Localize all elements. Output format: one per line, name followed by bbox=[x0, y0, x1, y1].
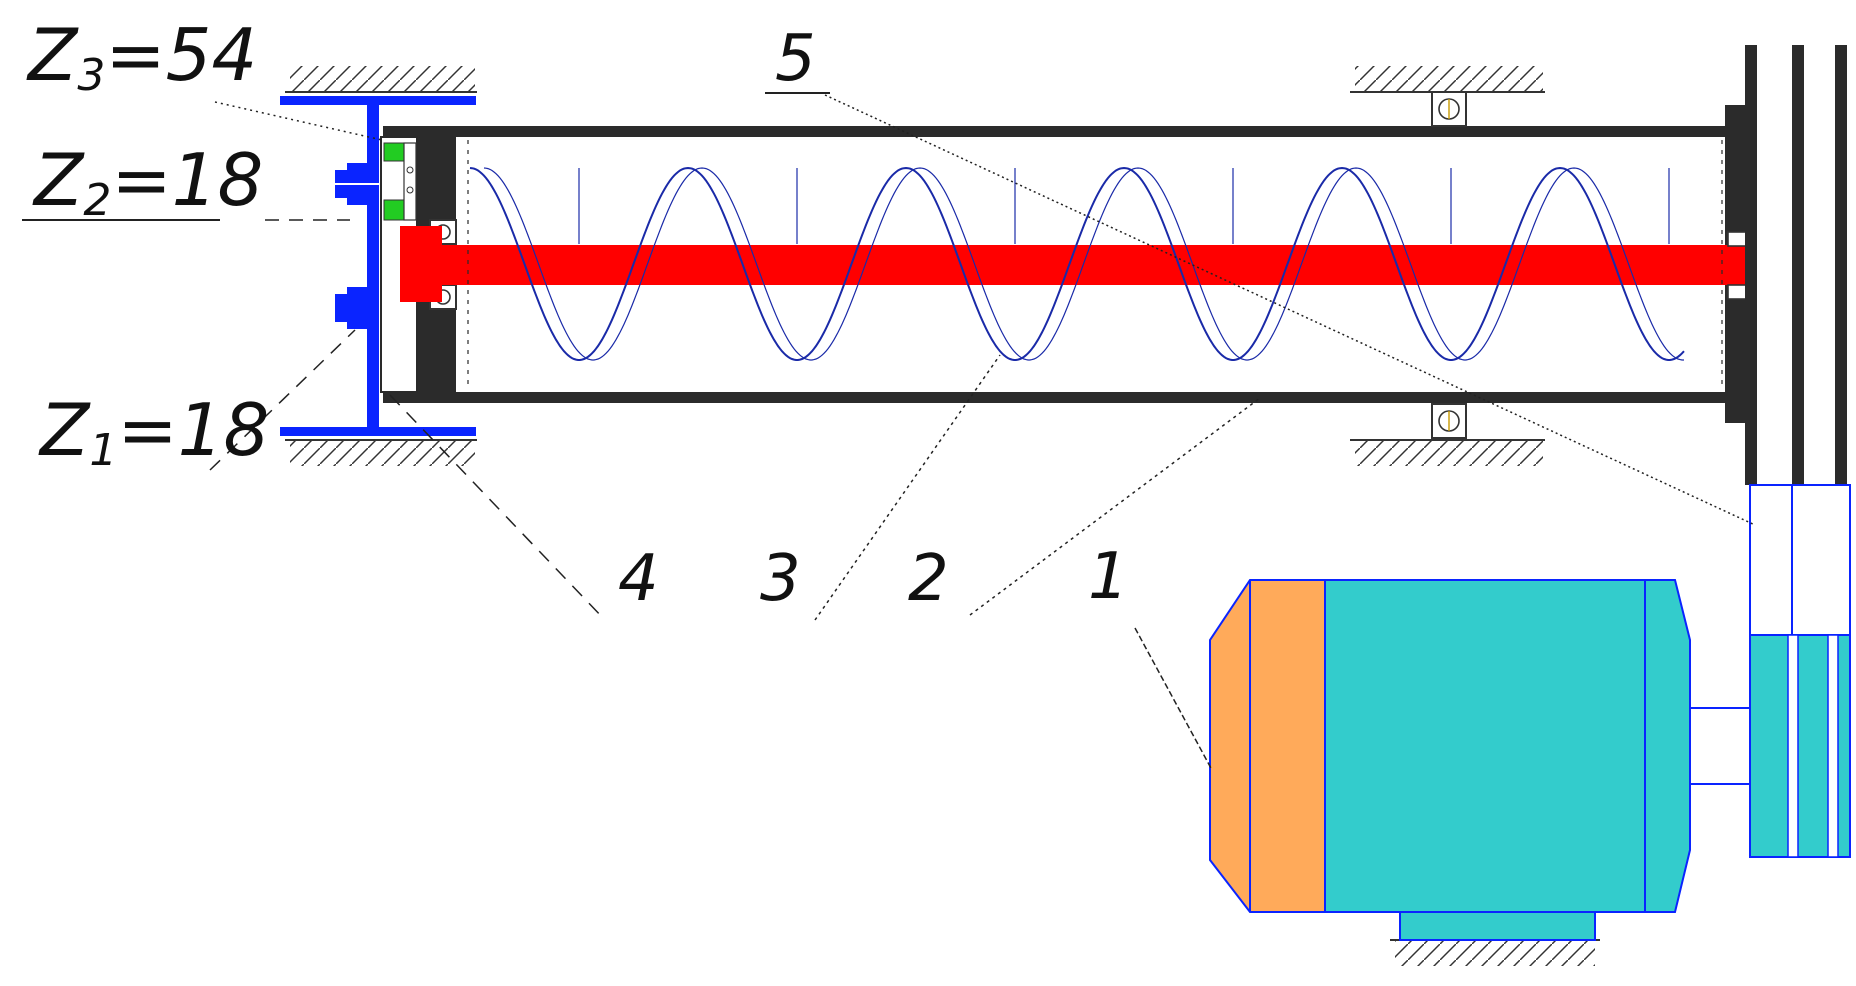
part-label-1: 1 bbox=[1088, 540, 1129, 614]
electric-motor bbox=[1209, 579, 1751, 941]
leader-lines bbox=[22, 92, 1756, 771]
bolt-icon bbox=[335, 287, 369, 329]
housing-inner-marks bbox=[467, 140, 1723, 390]
bearing-icon bbox=[1431, 91, 1467, 127]
bearing-icon bbox=[1727, 284, 1747, 300]
bearing-icon bbox=[1727, 231, 1747, 247]
bearing-icon bbox=[1431, 403, 1467, 439]
part-label-3: 3 bbox=[760, 542, 801, 616]
part-label-2: 2 bbox=[908, 542, 949, 616]
screw-flight-curve bbox=[469, 166, 1685, 361]
screw-shaft bbox=[400, 226, 1750, 302]
ground-hatch-bottom-right bbox=[1350, 439, 1545, 466]
screw-flight-edge bbox=[483, 167, 1684, 361]
ground-hatch-top-left bbox=[285, 66, 477, 93]
bolt-icon bbox=[335, 163, 400, 205]
gear-label-z2: Z2=18 bbox=[32, 138, 263, 226]
ground-hatch-motor bbox=[1390, 939, 1600, 966]
gear-label-z3: Z3=54 bbox=[26, 13, 257, 101]
ground-hatch-bottom-left bbox=[285, 439, 477, 466]
gear-label-z1: Z1=18 bbox=[38, 388, 269, 476]
part-label-5: 5 bbox=[775, 22, 816, 96]
belt-drive bbox=[1745, 45, 1851, 858]
ground-hatch-top-right bbox=[1350, 66, 1545, 93]
part-label-4: 4 bbox=[618, 542, 659, 616]
end-frame bbox=[280, 96, 476, 436]
screw-flight bbox=[469, 166, 1685, 361]
